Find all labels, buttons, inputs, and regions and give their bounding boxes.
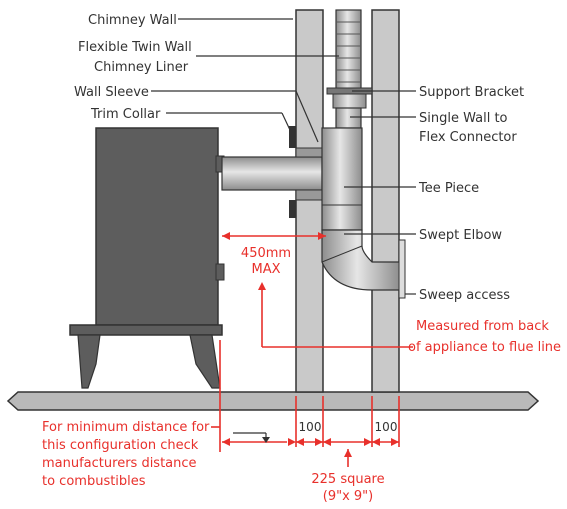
- chimney-walls: [295, 9, 400, 393]
- measured-line1: Measured from back: [416, 319, 549, 334]
- min-distance-line1: For minimum distance for: [42, 420, 210, 435]
- square-size-line2: (9"x 9"): [323, 489, 373, 504]
- stove: [69, 127, 225, 389]
- sweep-access-plate: [398, 239, 406, 299]
- label-sweep-access: Sweep access: [419, 288, 510, 303]
- measured-line2: of appliance to flue line: [408, 340, 561, 355]
- min-distance-line3: manufacturers distance: [42, 456, 197, 471]
- label-support-bracket: Support Bracket: [419, 85, 524, 100]
- label-trim-collar: Trim Collar: [90, 107, 161, 122]
- flex-connector: [335, 107, 362, 129]
- black-dimension-arrow: [233, 432, 270, 443]
- tee-piece: [321, 127, 363, 231]
- flexible-liner: [335, 9, 362, 101]
- label-swept-elbow: Swept Elbow: [419, 228, 502, 243]
- label-tee-piece: Tee Piece: [418, 181, 479, 196]
- label-wall-sleeve: Wall Sleeve: [74, 85, 149, 100]
- wall-thickness-right: 100: [375, 420, 398, 434]
- leader-lines: [151, 18, 416, 295]
- min-distance-line4: to combustibles: [42, 474, 146, 489]
- red-measurement-lines: [211, 235, 413, 467]
- label-chimney-wall: Chimney Wall: [88, 13, 177, 28]
- red-arrowheads: [222, 232, 399, 457]
- label-connector-line1: Single Wall to: [419, 111, 508, 126]
- label-connector-line2: Flex Connector: [419, 130, 517, 145]
- label-liner-line1: Flexible Twin Wall: [78, 40, 192, 55]
- max-distance-line1: 450mm: [241, 246, 291, 261]
- min-distance-line2: this configuration check: [42, 438, 199, 453]
- horizontal-flue-pipe: [221, 156, 323, 191]
- floor-hearth: [6, 391, 540, 411]
- support-bracket: [326, 87, 373, 109]
- label-liner-line2: Chimney Liner: [94, 60, 189, 75]
- wall-thickness-left: 100: [299, 420, 322, 434]
- max-distance-line2: MAX: [251, 262, 280, 277]
- square-size-line1: 225 square: [311, 472, 384, 487]
